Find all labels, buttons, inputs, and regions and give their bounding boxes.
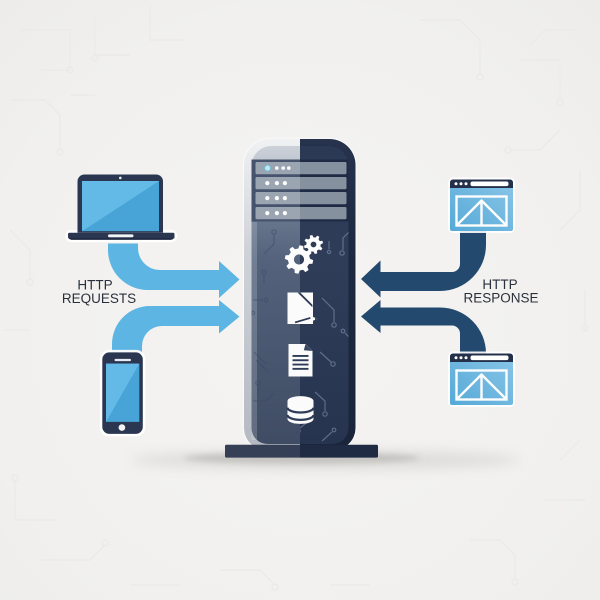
svg-text:HTTP: HTTP: [482, 277, 517, 292]
svg-text:HTTP: HTTP: [77, 277, 112, 292]
svg-text:RESPONSE: RESPONSE: [463, 290, 538, 305]
svg-text:REQUESTS: REQUESTS: [62, 291, 136, 306]
